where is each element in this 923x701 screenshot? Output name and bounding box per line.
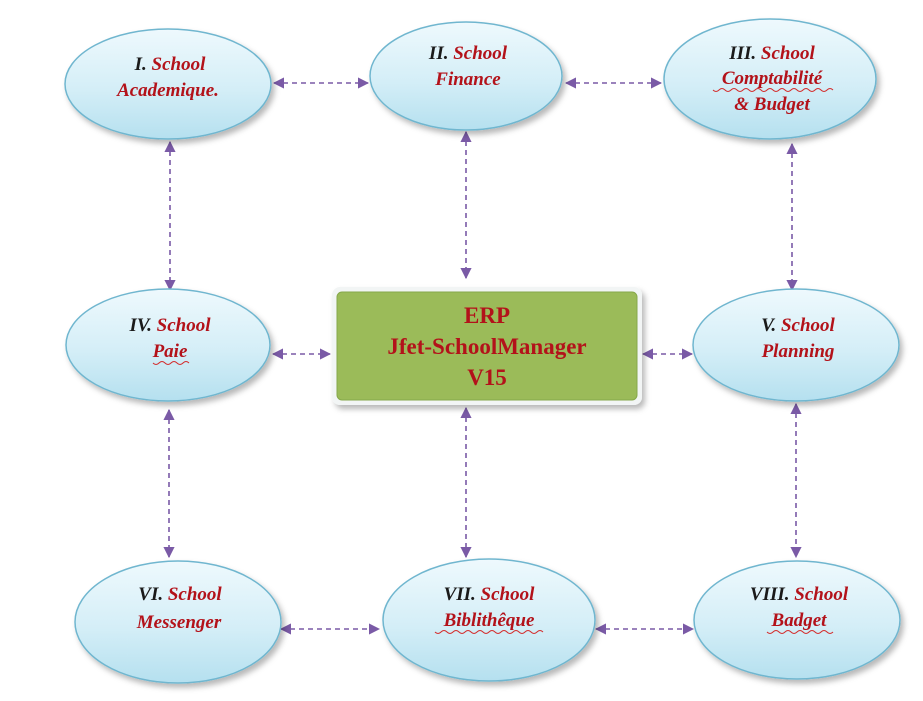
module-name: School: [781, 315, 836, 336]
module-academique[interactable]: I. School Academique.: [64, 28, 272, 140]
module-comptabilite-subtitle-2: & Budget: [734, 94, 810, 115]
module-paie[interactable]: IV. School Paie: [65, 288, 271, 402]
module-finance[interactable]: II. School Finance: [369, 21, 563, 131]
module-badget-title: VIII. School: [750, 584, 849, 605]
module-name: School: [168, 584, 223, 605]
module-paie-title: IV. School: [129, 315, 212, 336]
module-bibliotheque[interactable]: VII. School Biblithêque: [382, 558, 596, 682]
module-messenger-subtitle: Messenger: [136, 612, 222, 633]
module-name: School: [761, 43, 816, 64]
module-bibliotheque-title: VII. School: [444, 584, 536, 605]
module-planning-title: V. School: [761, 315, 835, 336]
module-name: School: [157, 315, 212, 336]
spellcheck-underline: [434, 630, 544, 634]
module-comptabilite-title: III. School: [728, 43, 815, 64]
center-title-line-1: ERP: [464, 303, 510, 328]
module-paie-subtitle: Paie: [152, 341, 188, 362]
module-name: School: [481, 584, 536, 605]
module-number: VI.: [138, 584, 163, 605]
module-bibliotheque-subtitle: Biblithêque: [443, 610, 535, 631]
module-name: School: [794, 584, 849, 605]
center-title-line-3: V15: [467, 365, 507, 390]
module-planning[interactable]: V. School Planning: [692, 288, 900, 402]
module-messenger-title: VI. School: [138, 584, 222, 605]
module-number: VII.: [444, 584, 476, 605]
module-comptabilite[interactable]: III. School Comptabilité & Budget: [663, 18, 877, 140]
module-number: V.: [761, 315, 776, 336]
module-comptabilite-subtitle: Comptabilité: [722, 68, 823, 89]
module-finance-title: II. School: [428, 43, 508, 64]
module-badget-subtitle: Badget: [771, 610, 828, 631]
module-number: IV.: [129, 315, 152, 336]
module-badget[interactable]: VIII. School Badget: [693, 560, 901, 680]
module-number: III.: [728, 43, 756, 64]
spellcheck-underline: [712, 88, 834, 92]
module-name: School: [152, 54, 207, 75]
module-number: II.: [428, 43, 449, 64]
module-academique-title: I. School: [134, 54, 206, 75]
module-planning-subtitle: Planning: [761, 341, 835, 362]
center-title-line-2: Jfet-SchoolManager: [387, 334, 586, 359]
module-academique-subtitle: Academique.: [116, 80, 219, 101]
center-erp-box[interactable]: ERP Jfet-SchoolManager V15: [332, 287, 642, 405]
module-finance-subtitle: Finance: [434, 69, 501, 90]
module-name: School: [453, 43, 508, 64]
module-number: VIII.: [750, 584, 790, 605]
module-messenger[interactable]: VI. School Messenger: [74, 560, 282, 684]
spellcheck-underline: [766, 630, 834, 634]
spellcheck-underline: [152, 361, 190, 365]
module-number: I.: [134, 54, 147, 75]
connectors: [163, 77, 802, 635]
